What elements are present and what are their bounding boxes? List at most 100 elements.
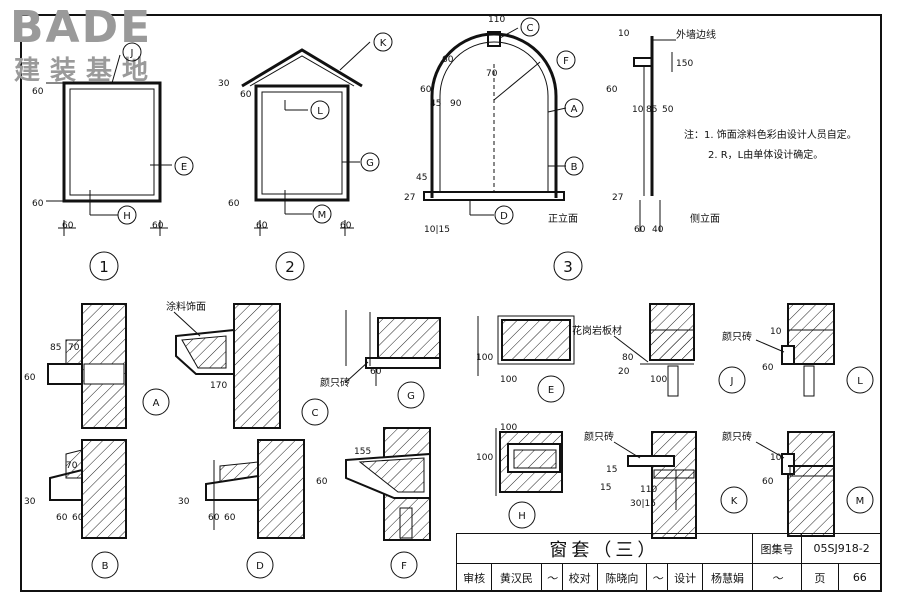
- dim-side-150: 150: [676, 59, 693, 69]
- review-label: 审核: [455, 563, 493, 592]
- dim-e2-right: 60: [340, 221, 352, 231]
- design-label: 设计: [667, 563, 704, 592]
- dim-h-100: 100: [500, 423, 517, 433]
- drawing-title: 窗套（三）: [456, 533, 753, 564]
- section-G: [345, 310, 441, 386]
- title-block: 窗套（三） 图集号 05SJ918-2 审核 黄汉民 〜 校对 陈晓向 〜 设计…: [455, 533, 883, 592]
- dim-e2-top: 60: [240, 90, 252, 100]
- designer-signature: 〜: [751, 563, 803, 592]
- view-number-1: 1: [99, 258, 109, 276]
- dim-d-60: 60: [208, 513, 220, 523]
- reviewer-signature: 〜: [540, 563, 563, 592]
- dim-b-30: 30: [24, 497, 36, 507]
- section-K: [627, 431, 697, 539]
- dim-e1-top: 60: [32, 87, 44, 97]
- dim-e3-27: 27: [404, 193, 415, 203]
- outer-wall-line-label: 外墙边线: [676, 28, 716, 41]
- elevation-1: [46, 54, 172, 236]
- callout-K: K: [380, 38, 387, 49]
- dim-a-70: 70: [68, 343, 80, 353]
- elevation-2: [241, 41, 371, 236]
- section-L: [781, 303, 835, 397]
- reviewer-name: 黄汉民: [491, 563, 542, 592]
- section-letter-K: K: [731, 496, 738, 507]
- dim-e2-bottom: 60: [228, 199, 240, 209]
- note-line-1: 注：1. 饰面涂料色彩由设计人员自定。: [684, 128, 857, 141]
- paint-finish-label: 涂料饰面: [166, 300, 206, 313]
- section-letter-F: F: [401, 561, 407, 572]
- dim-e1-right: 60: [152, 221, 164, 231]
- callout-H: H: [123, 211, 131, 222]
- brick-label-m: 颜只砖: [722, 430, 752, 443]
- dim-k-3015: 30|15: [630, 499, 656, 509]
- dim-e2-30: 30: [218, 79, 230, 89]
- callout-B: B: [571, 162, 578, 173]
- dim-side-27: 27: [612, 193, 623, 203]
- atlas-number: 05SJ918-2: [801, 533, 882, 564]
- section-letter-A: A: [153, 398, 160, 409]
- section-F: [345, 427, 431, 541]
- dim-b-60b: 60: [72, 513, 84, 523]
- dim-g-60: 60: [370, 367, 382, 377]
- section-letter-L: L: [857, 376, 863, 387]
- dim-e1-left: 60: [62, 221, 74, 231]
- dim-e2-left: 60: [256, 221, 268, 231]
- dim-j-80: 80: [622, 353, 634, 363]
- callout-F: F: [563, 56, 569, 67]
- section-B: [49, 439, 127, 539]
- side-elevation-label: 侧立面: [690, 212, 720, 225]
- dim-a-85: 85: [50, 343, 61, 353]
- dim-side-60: 60: [606, 85, 618, 95]
- elevation-3: [423, 27, 567, 216]
- section-J: [640, 303, 695, 397]
- check-label: 校对: [561, 563, 598, 592]
- dim-k-15: 15: [606, 465, 617, 475]
- page-label: 页: [801, 563, 839, 592]
- side-elevation: [633, 36, 676, 232]
- dim-e-100: 100: [476, 353, 493, 363]
- dim-side-10: 10: [618, 29, 630, 39]
- section-M: [781, 431, 835, 537]
- dim-l-60: 60: [762, 363, 774, 373]
- designer-name: 杨慧娟: [702, 563, 753, 592]
- dim-m-60: 60: [762, 477, 774, 487]
- section-C: [175, 303, 281, 429]
- dim-e3-1015: 10|15: [424, 225, 450, 235]
- dim-j-100: 100: [650, 375, 667, 385]
- callout-C: C: [527, 23, 534, 34]
- section-A: [47, 303, 127, 429]
- dim-k-15b: 15: [600, 483, 611, 493]
- dim-side-40: 40: [652, 225, 664, 235]
- brick-label-l: 颜只砖: [722, 330, 752, 343]
- checker-signature: 〜: [646, 563, 669, 592]
- dim-e3-60b: 60: [420, 85, 432, 95]
- dim-side-10b: 10: [632, 105, 644, 115]
- section-letter-M: M: [856, 496, 865, 507]
- atlas-label: 图集号: [751, 533, 803, 564]
- dim-f-155: 155: [354, 447, 371, 457]
- dim-h-100b: 100: [476, 453, 493, 463]
- dim-e3-45: 45: [430, 99, 441, 109]
- section-letter-H: H: [518, 511, 526, 522]
- dim-e3-45b: 45: [416, 173, 427, 183]
- dim-k-110: 110: [640, 485, 657, 495]
- callout-D: D: [500, 211, 508, 222]
- dim-side-60b: 60: [634, 225, 646, 235]
- dim-e3-110: 110: [488, 15, 505, 25]
- page-number: 66: [837, 563, 883, 592]
- dim-d-60b: 60: [224, 513, 236, 523]
- watermark-subtitle: 建装基地: [14, 56, 159, 86]
- dim-e-100b: 100: [500, 375, 517, 385]
- dim-f-60: 60: [316, 477, 328, 487]
- section-E: [477, 315, 575, 376]
- section-letter-G: G: [407, 391, 415, 402]
- dim-l-10: 10: [770, 327, 782, 337]
- dim-e1-bottom: 60: [32, 199, 44, 209]
- callout-E: E: [181, 162, 187, 173]
- dim-side-85: 85: [646, 105, 657, 115]
- dim-e3-60: 60: [442, 55, 454, 65]
- dim-a-60: 60: [24, 373, 36, 383]
- section-letter-E: E: [548, 385, 554, 396]
- drawing-frame: [20, 14, 882, 592]
